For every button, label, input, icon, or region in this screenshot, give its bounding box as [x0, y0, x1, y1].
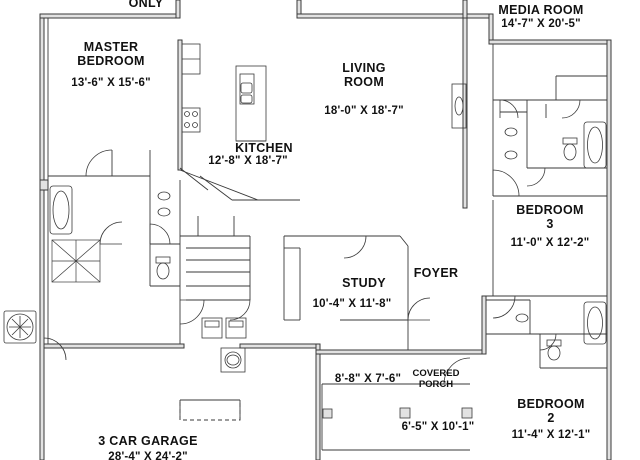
- wall-segment: [175, 0, 181, 19]
- wall-segment: [239, 343, 319, 349]
- room-name: 3: [546, 217, 554, 232]
- attic-access-outline: [179, 399, 241, 421]
- room-name: COVERED: [412, 368, 460, 379]
- room-name: BEDROOM: [77, 54, 145, 69]
- room-name: STUDY: [342, 276, 386, 290]
- wall-segment: [481, 295, 487, 355]
- vanity-sinks: [157, 127, 529, 366]
- room-bedroom-3: BEDROOM 3 11'-0" X 12'-2": [511, 203, 590, 250]
- door-swing: [526, 167, 546, 187]
- dryer-icon: [225, 317, 247, 339]
- door-swing: [99, 221, 123, 245]
- door-swing: [179, 299, 205, 325]
- shower-icon: [51, 239, 101, 283]
- room-master-bedroom: MASTER BEDROOM 13'-6" X 15'-6": [71, 40, 150, 90]
- room-name: ROOM: [343, 75, 385, 90]
- toilet-icon: [155, 137, 578, 361]
- kitchen-island: [235, 65, 267, 142]
- room-bedroom-2: BEDROOM 2 11'-4" X 12'-1": [512, 397, 591, 442]
- door-swings: [43, 99, 581, 385]
- ac-unit-icon: [3, 310, 37, 344]
- washer-icon: [201, 317, 223, 339]
- door-swing: [43, 337, 67, 361]
- interior-line: [399, 235, 409, 247]
- room-study: STUDY 10'-4" X 11'-8": [313, 276, 392, 312]
- room-living-room: LIVING ROOM 18'-0" X 18'-7": [324, 61, 403, 118]
- porch-columns: [322, 407, 473, 419]
- room-dimensions: 13'-6" X 15'-6": [71, 76, 151, 89]
- wall-segment: [315, 349, 487, 355]
- room-name: PORCH: [418, 378, 454, 390]
- room-dimensions: 10'-4" X 11'-8": [312, 298, 392, 311]
- stove-icon: [181, 107, 201, 133]
- door-swing: [492, 295, 516, 319]
- water-heater-icon: [220, 347, 246, 373]
- door-swing: [343, 235, 367, 259]
- room-name: KITCHEN: [235, 141, 293, 155]
- door-swing: [492, 169, 520, 197]
- room-dimensions: 8'-8" X 7'-6": [334, 373, 402, 385]
- refrigerator-icon: [181, 43, 201, 75]
- interior-line: [199, 175, 233, 201]
- door-swing: [539, 333, 557, 351]
- door-swing: [229, 299, 251, 321]
- wall-segment: [43, 343, 185, 349]
- sink-icon: [240, 82, 253, 104]
- room-covered-porch: COVERED PORCH: [412, 368, 460, 391]
- room-name: BEDROOM: [517, 397, 585, 411]
- wall-segment: [462, 0, 468, 19]
- wall-segment: [39, 179, 49, 191]
- interior-lines: [47, 18, 607, 451]
- only-label: ONLY: [128, 0, 164, 10]
- room-name: LIVING: [342, 61, 386, 75]
- door-swing: [499, 99, 519, 119]
- wall-segment: [462, 17, 468, 209]
- wall-segment: [39, 13, 45, 460]
- wall-segment: [177, 39, 183, 171]
- wall-segment: [488, 39, 612, 45]
- wall-segment: [296, 13, 468, 19]
- door-swing: [85, 149, 113, 177]
- door-swing: [407, 297, 431, 321]
- room-name: FOYER: [413, 266, 459, 280]
- room-dimensions: 11'-0" X 12'-2": [510, 236, 590, 249]
- wall-segment: [39, 13, 181, 19]
- room-dimensions: 18'-0" X 18'-7": [324, 104, 404, 117]
- room-dimensions: 14'-7" X 20'-5": [501, 18, 581, 31]
- room-dimensions: 28'-4" X 24'-2": [108, 451, 188, 460]
- room-kitchen: KITCHEN 12'-8" X 18'-7": [203, 141, 293, 169]
- door-swing: [149, 223, 171, 245]
- porch-dimensions: 6'-5" X 10'-1": [402, 421, 475, 434]
- room-foyer: FOYER: [414, 266, 459, 280]
- room-name: 2: [547, 411, 555, 426]
- room-name: MASTER: [83, 40, 139, 54]
- interior-line: [179, 169, 259, 201]
- bathtub-icon: [49, 121, 607, 345]
- room-entry: 8'-8" X 7'-6": [335, 373, 401, 386]
- room-name: 3 CAR GARAGE: [98, 434, 198, 448]
- room-dimensions: 6'-5" X 10'-1": [401, 421, 475, 433]
- wall-segment: [606, 39, 612, 460]
- wall-segment: [315, 343, 321, 460]
- door-swing: [561, 99, 581, 119]
- fireplace-icon: [451, 83, 467, 129]
- walls: [39, 0, 612, 460]
- room-dimensions: 12'-8" X 18'-7": [208, 155, 288, 168]
- room-name: BEDROOM: [516, 203, 584, 217]
- room-media-room: MEDIA ROOM 14'-7" X 20'-5": [498, 3, 583, 32]
- room-garage: 3 CAR GARAGE 28'-4" X 24'-2": [98, 434, 197, 460]
- room-dimensions: 11'-4" X 12'-1": [511, 428, 591, 441]
- room-name: MEDIA ROOM: [498, 3, 584, 17]
- door-swing: [443, 357, 471, 385]
